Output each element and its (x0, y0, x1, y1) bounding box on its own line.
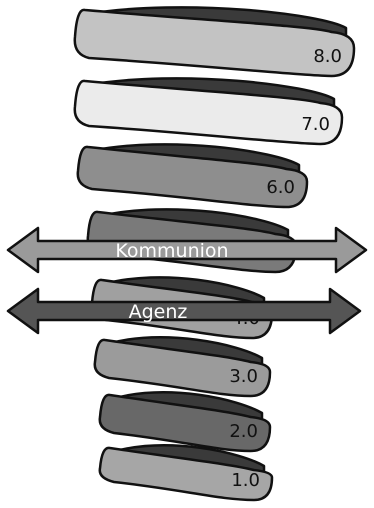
spiral-band-level-6 (76, 145, 309, 209)
level-label: 2.0 (229, 421, 258, 442)
agenz-arrow (6, 287, 362, 335)
spiral-front-layer: 1.02.03.04.05.06.07.08.0 (73, 8, 356, 502)
spiral-band-level-7 (73, 79, 344, 146)
level-label: 3.0 (229, 366, 258, 387)
kommunion-arrow-label: Kommunion (115, 240, 228, 262)
kommunion-arrow (6, 226, 368, 274)
spiral-band-level-2 (98, 393, 272, 453)
arrow-layer (6, 226, 368, 335)
spiral-band-level-8 (73, 8, 356, 78)
level-label: 7.0 (301, 114, 330, 135)
level-label: 8.0 (313, 46, 342, 67)
agenz-arrow-label: Agenz (129, 301, 188, 323)
level-label: 6.0 (266, 177, 295, 198)
spiral-band-level-1 (98, 446, 274, 502)
level-label: 1.0 (231, 470, 260, 491)
spiral-band-level-3 (93, 338, 272, 398)
